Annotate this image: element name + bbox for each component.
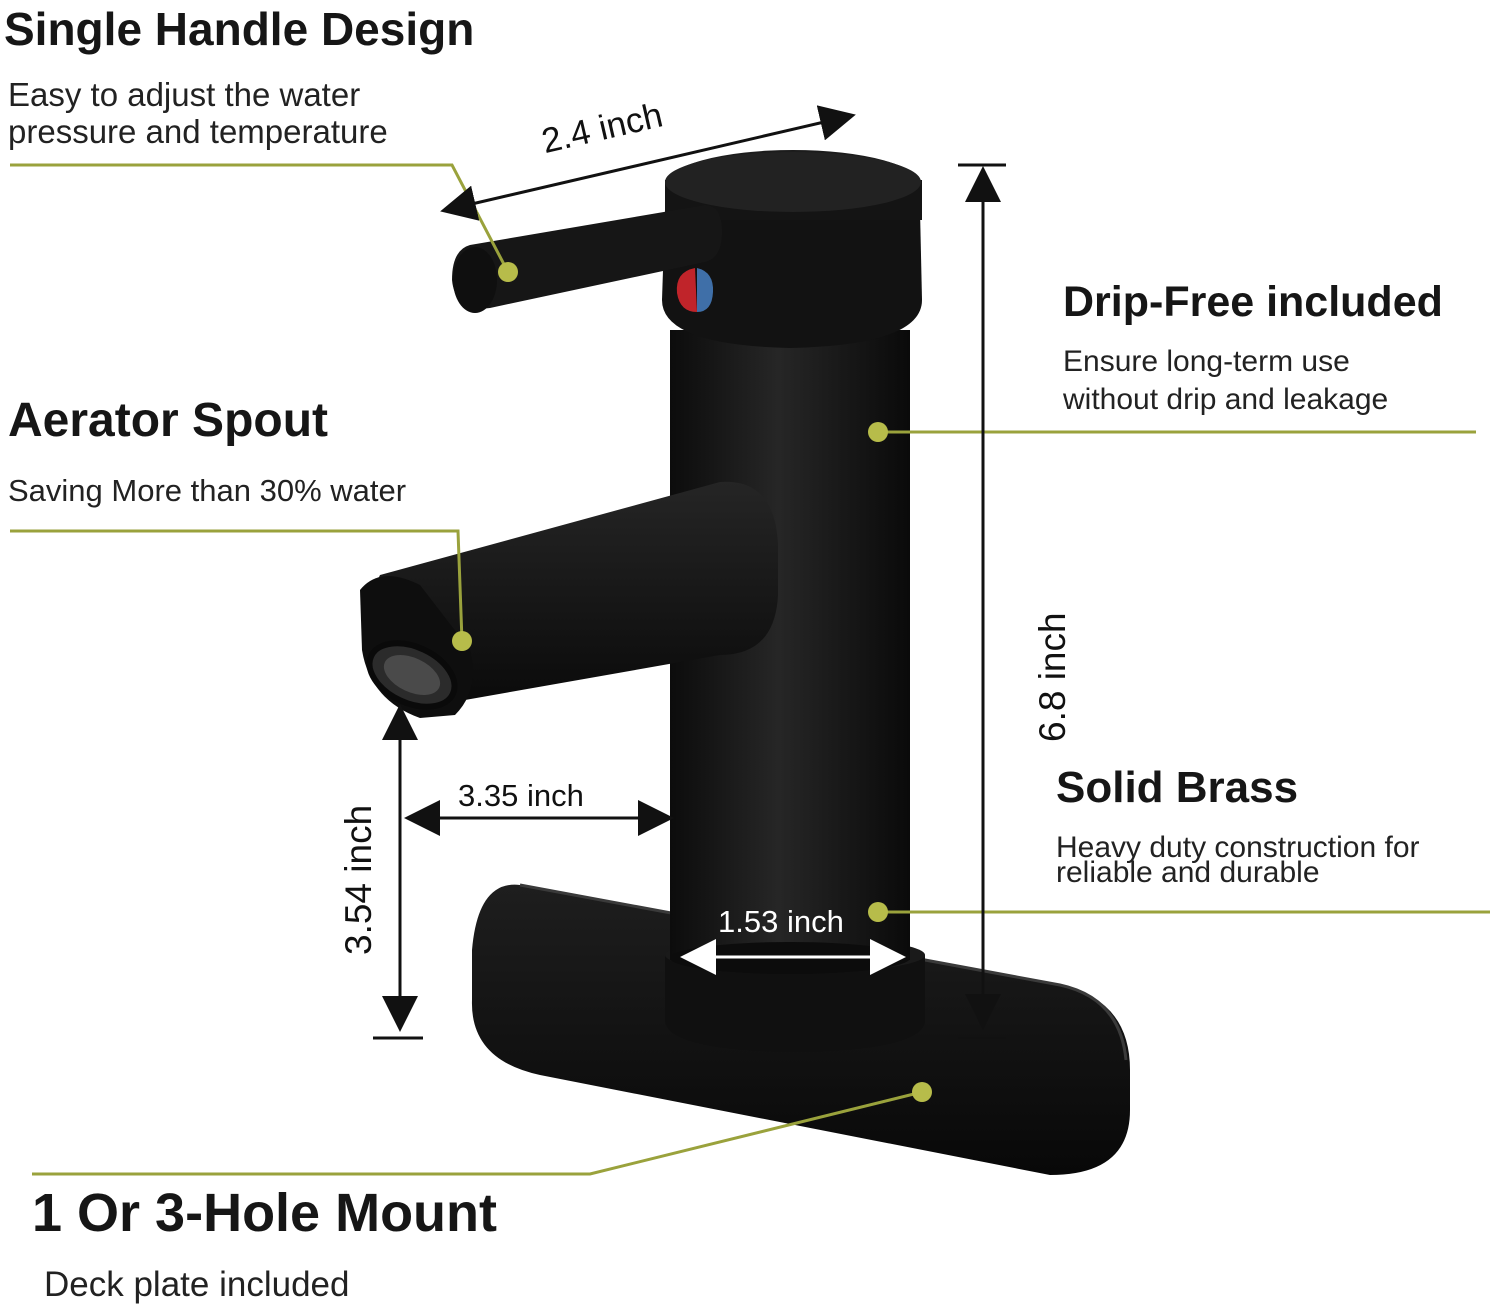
feature-desc-aerator: Saving More than 30% water	[8, 473, 407, 508]
feature-desc-handle-2: pressure and temperature	[8, 113, 388, 150]
feature-desc-drip-1: Ensure long-term use	[1063, 345, 1350, 378]
dimension-arrows	[373, 105, 1006, 1040]
dim-label-height: 6.8 inch	[1032, 612, 1073, 742]
callout-line-aerator	[10, 529, 464, 642]
callout-line-mount	[32, 1090, 923, 1176]
feature-desc-brass-2: reliable and durable	[1056, 856, 1320, 889]
feature-title-drip-free: Drip-Free included	[1063, 278, 1443, 326]
feature-desc-drip-2: without drip and leakage	[1063, 383, 1389, 416]
feature-desc-mount: Deck plate included	[44, 1265, 350, 1304]
dim-label-spout-height: 3.54 inch	[338, 804, 379, 955]
faucet-spout	[360, 481, 778, 718]
feature-title-aerator: Aerator Spout	[8, 394, 329, 447]
hot-indicator	[676, 268, 697, 312]
dim-label-spout-reach: 3.35 inch	[458, 778, 584, 813]
faucet-handle	[452, 150, 922, 348]
callout-dot-mount	[912, 1082, 932, 1102]
callout-line-handle	[10, 163, 510, 273]
callout-dots	[452, 262, 932, 1102]
dim-arrow-handle-length	[440, 105, 856, 221]
feature-title-mount: 1 Or 3-Hole Mount	[32, 1183, 498, 1243]
feature-desc-handle-1: Easy to adjust the water	[8, 76, 361, 113]
cold-indicator	[697, 268, 714, 312]
callout-dot-drip	[868, 422, 888, 442]
feature-title-handle: Single Handle Design	[4, 3, 475, 55]
feature-title-solid-brass: Solid Brass	[1056, 763, 1299, 812]
dim-label-base-diameter: 1.53 inch	[718, 904, 844, 939]
callout-dot-aerator	[452, 631, 472, 651]
feature-desc-brass-1: Heavy duty construction for	[1056, 831, 1420, 864]
callout-dot-brass	[868, 902, 888, 922]
callout-dot-handle	[498, 262, 518, 282]
